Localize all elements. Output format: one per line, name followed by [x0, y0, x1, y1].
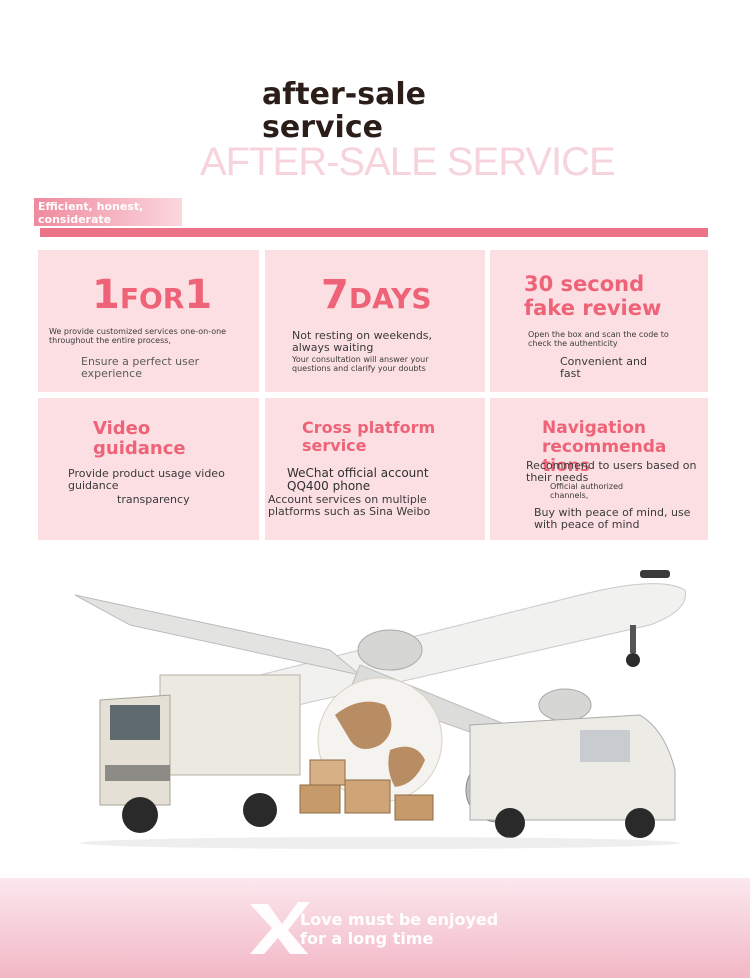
card-7days-small-text: Your consultation will answer your quest…: [292, 355, 429, 373]
card-video-guidance: Video guidance Provide product usage vid…: [38, 398, 259, 540]
card-7days: 7DAYS Not resting on weekends, always wa…: [265, 250, 485, 392]
card-7days-text: Not resting on weekends, always waiting: [292, 329, 433, 354]
x-logo-icon: [250, 902, 310, 954]
divider-bar: [40, 228, 708, 237]
card-1for1-small-text: We provide customized services one-on-on…: [49, 327, 227, 345]
card-7days-heading: 7DAYS: [321, 272, 432, 318]
card-video-text: Provide product usage video guidance: [68, 467, 225, 492]
card-30second-text: Convenient and fast: [560, 355, 647, 380]
card-1for1-for: FOR: [119, 282, 185, 315]
card-1for1: 1FOR1 We provide customized services one…: [38, 250, 259, 392]
airplane-truck-globe-illustration: [74, 570, 687, 849]
card-1for1-num-a: 1: [92, 272, 120, 318]
card-cross-text2: Account services on multiple platforms s…: [268, 493, 431, 518]
page-title: after-sale service: [262, 77, 426, 145]
card-7days-days: DAYS: [348, 282, 432, 315]
card-1for1-heading: 1FOR1: [92, 272, 212, 318]
card-30second: 30 second fake review Open the box and s…: [490, 250, 708, 392]
card-navigation: Navigation recommenda tions Recommend to…: [490, 398, 708, 540]
card-nav-heading: Navigation recommenda tions: [542, 418, 667, 476]
card-cross-heading: Cross platform service: [302, 418, 436, 455]
footer-slogan: Love must be enjoyed for a long time: [300, 910, 499, 948]
card-1for1-num-b: 1: [184, 272, 213, 318]
card-video-text2: transparency: [117, 493, 190, 506]
card-1for1-text: Ensure a perfect user experience: [81, 355, 200, 380]
card-30second-small-text: Open the box and scan the code to check …: [528, 330, 669, 348]
tagline: Efficient, honest, considerate: [34, 198, 182, 226]
card-nav-small-text: Official authorized channels,: [550, 482, 624, 500]
card-30second-heading: 30 second fake review: [524, 272, 662, 320]
card-nav-text2: Buy with peace of mind, use with peace o…: [534, 506, 691, 531]
card-cross-text: WeChat official account QQ400 phone: [287, 466, 429, 493]
card-nav-text: Recommend to users based on their needs: [526, 459, 697, 484]
card-7days-num: 7: [321, 272, 349, 318]
page-subtitle-en: AFTER-SALE SERVICE: [200, 140, 616, 184]
card-video-heading: Video guidance: [93, 418, 186, 459]
card-cross-platform: Cross platform service WeChat official a…: [265, 398, 485, 540]
footer-band: [0, 878, 750, 978]
